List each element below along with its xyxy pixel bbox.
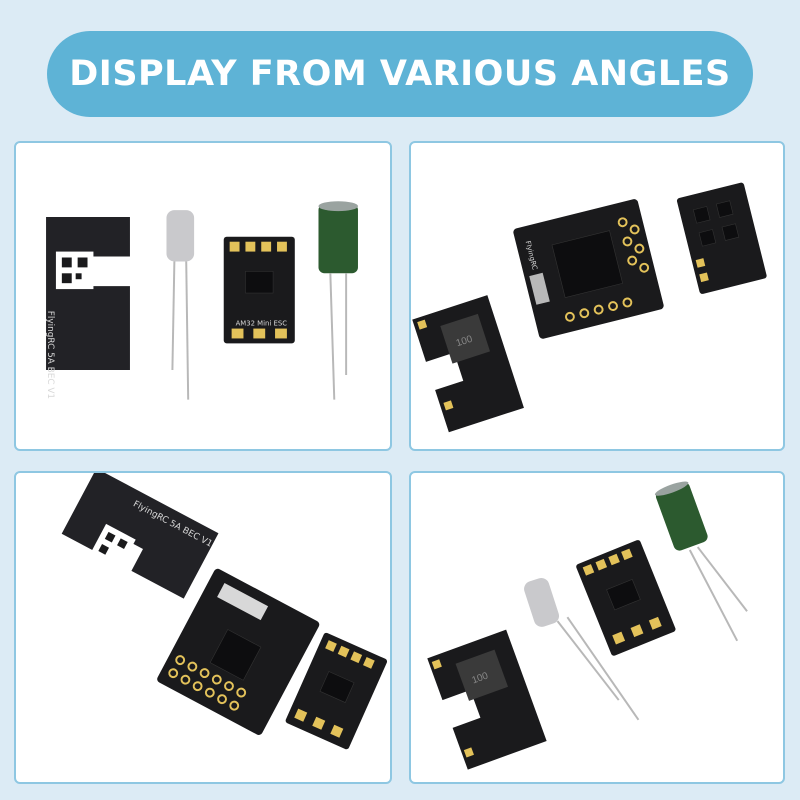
green-capacitor-side xyxy=(655,482,708,551)
silver-capacitor-side xyxy=(524,577,560,627)
product-illustration-1: FlyingRC 5A BEC V1 AM32 Mini ESC xyxy=(45,201,358,400)
bec-board-back xyxy=(412,295,524,433)
product-illustration-4: 100 xyxy=(427,481,748,770)
bec-board xyxy=(46,217,130,371)
esc-label: AM32 Mini ESC xyxy=(236,320,288,328)
bec-board-side xyxy=(427,629,547,770)
banner-title: DISPLAY FROM VARIOUS ANGLES xyxy=(69,54,731,94)
product-photo-angled-view: FlyingRC 5A BEC V1 xyxy=(14,471,392,784)
silver-capacitor xyxy=(166,210,195,262)
title-banner: DISPLAY FROM VARIOUS ANGLES xyxy=(47,31,753,117)
product-illustration-2: 100 FlyingRC xyxy=(412,182,767,433)
svg-text:100: 100 xyxy=(471,670,491,686)
green-capacitor xyxy=(318,204,358,274)
bec-label: FlyingRC 5A BEC V1 xyxy=(45,311,55,399)
svg-text:100: 100 xyxy=(455,334,475,350)
product-illustration-3: FlyingRC 5A BEC V1 xyxy=(61,473,388,750)
esc-board-back xyxy=(676,182,767,294)
qr-code-angled xyxy=(90,523,136,570)
product-photo-side-view: 100 xyxy=(409,471,785,784)
product-photo-back-view: 100 FlyingRC xyxy=(409,141,785,451)
product-photo-top-view: FlyingRC 5A BEC V1 AM32 Mini ESC xyxy=(14,141,392,451)
bec-board-angled xyxy=(61,473,219,599)
qr-code xyxy=(55,251,94,290)
